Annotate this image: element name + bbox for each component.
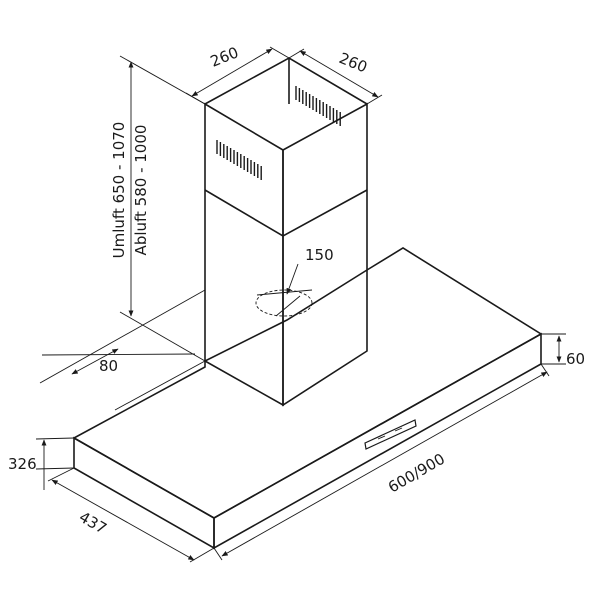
- label-hood-thickness: 60: [566, 350, 585, 368]
- label-chimney-depth: 260: [337, 49, 370, 76]
- dimension-labels: 260 260 Umluft 650 - 1070 Abluft 580 - 1…: [8, 43, 585, 537]
- duct-outlet: [255, 263, 313, 317]
- label-chimney-width: 260: [208, 43, 241, 70]
- label-front-height: 326: [8, 455, 37, 473]
- vent-grille-front: [216, 140, 262, 180]
- chimney-joint-line: [204, 189, 368, 237]
- vent-grille-back: [295, 86, 341, 126]
- label-height-recirculation: Umluft 650 - 1070: [110, 122, 128, 259]
- label-wall-offset: 80: [99, 357, 118, 375]
- label-height-extraction: Abluft 580 - 1000: [132, 125, 150, 256]
- dimension-lines: [35, 46, 566, 563]
- label-duct-diameter: 150: [305, 246, 334, 264]
- chimney-right-face: [282, 102, 368, 407]
- hood-right-face: [213, 332, 542, 550]
- label-hood-width: 600/900: [385, 450, 448, 497]
- control-panel: [364, 419, 417, 450]
- hood-canopy: [72, 247, 543, 550]
- chimney: [204, 57, 368, 407]
- label-total-depth: 437: [76, 508, 110, 538]
